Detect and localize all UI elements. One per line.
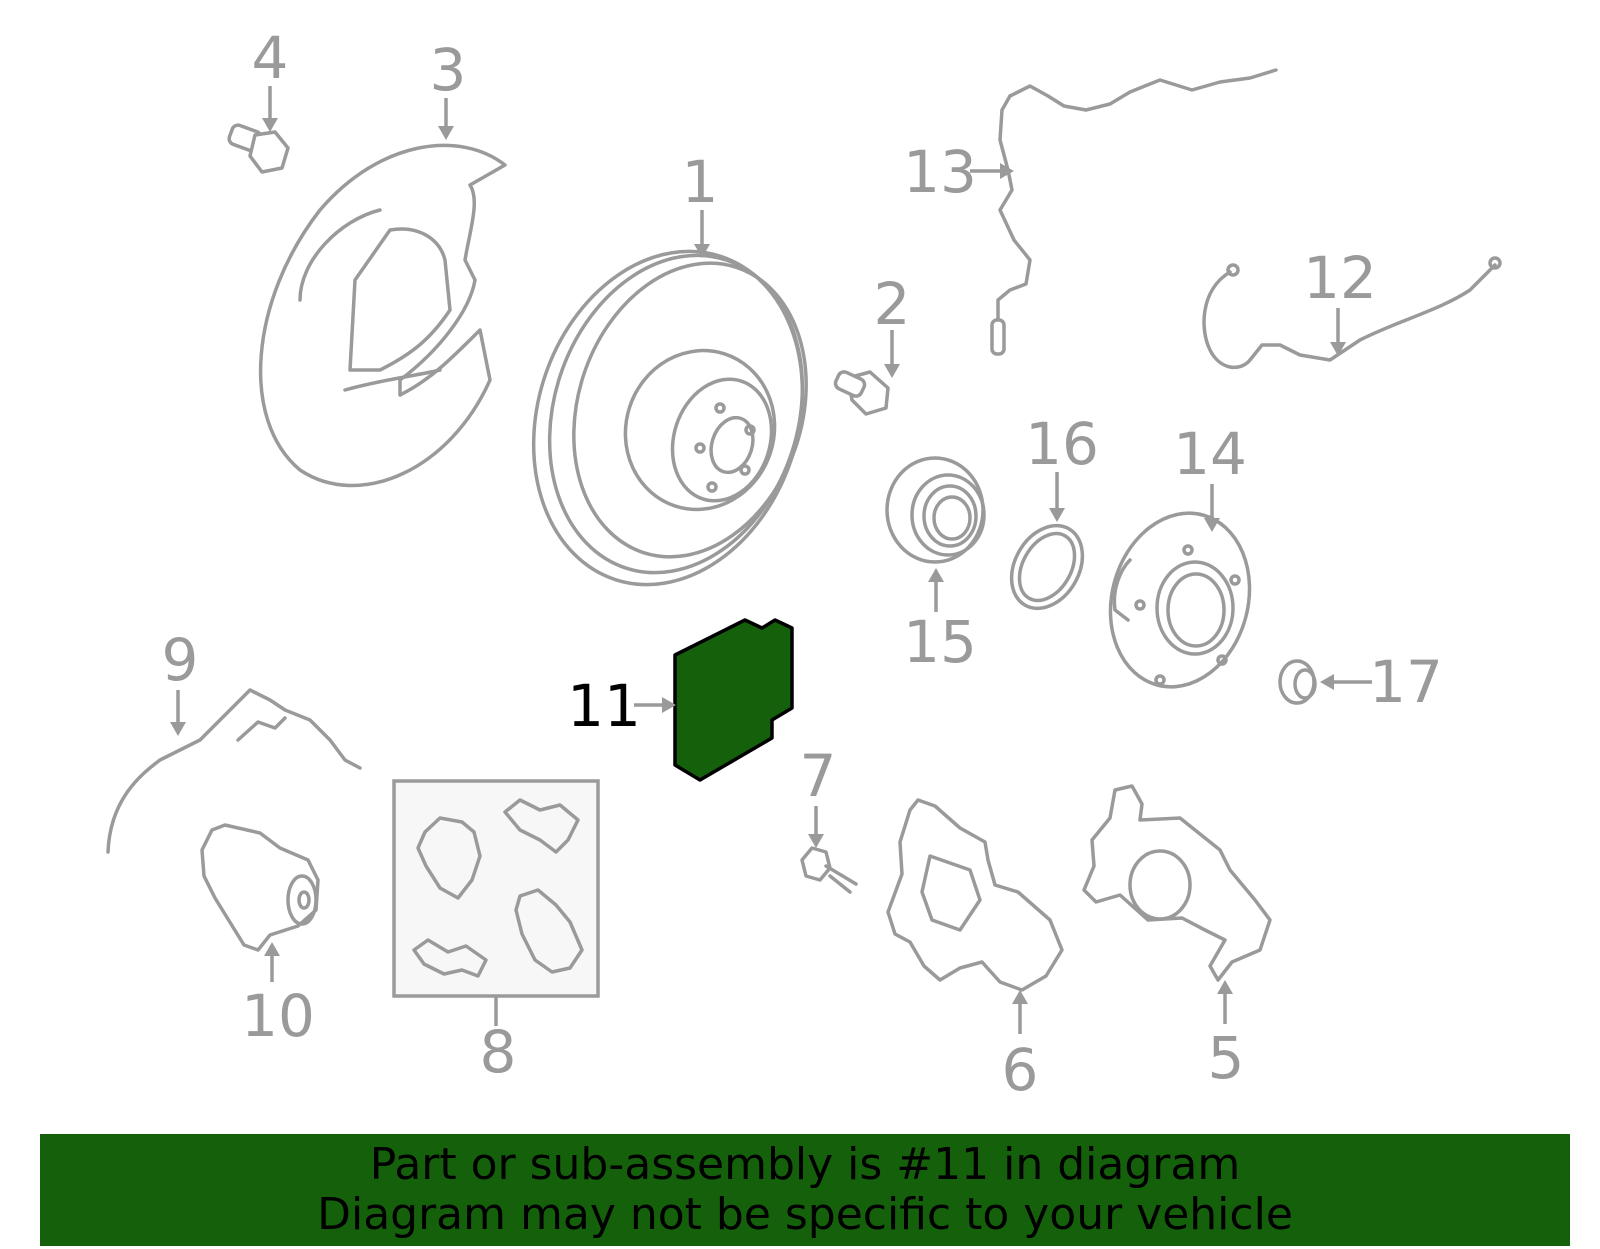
callout-10: 10 bbox=[241, 982, 315, 1050]
callout-arrows bbox=[170, 86, 1372, 1034]
callout-12: 12 bbox=[1303, 244, 1377, 312]
callout-16: 16 bbox=[1025, 410, 1099, 478]
banner-line-1: Part or sub-assembly is #11 in diagram bbox=[369, 1139, 1241, 1190]
callout-3: 3 bbox=[430, 36, 467, 104]
callout-5: 5 bbox=[1208, 1024, 1245, 1092]
wear-sensor-13-part[interactable] bbox=[990, 68, 1278, 356]
callout-14: 14 bbox=[1173, 420, 1247, 488]
bolt-2-part[interactable] bbox=[833, 370, 890, 416]
sensor-wire-9-part[interactable] bbox=[106, 688, 362, 854]
sensor-wire-12-part[interactable] bbox=[1202, 256, 1502, 370]
callout-1: 1 bbox=[682, 148, 719, 216]
wheel-hub-part[interactable] bbox=[1092, 497, 1269, 702]
info-banner: Part or sub-assembly is #11 in diagram D… bbox=[40, 1134, 1570, 1246]
snap-ring-part[interactable] bbox=[997, 513, 1096, 621]
caliper-bracket-5-part[interactable] bbox=[1082, 784, 1272, 982]
callout-17: 17 bbox=[1369, 648, 1443, 716]
banner-line-2: Diagram may not be specific to your vehi… bbox=[317, 1189, 1293, 1240]
callout-15: 15 bbox=[903, 608, 977, 676]
callout-9: 9 bbox=[162, 626, 199, 694]
brake-rotor-part[interactable] bbox=[492, 216, 844, 620]
actuator-10-part[interactable] bbox=[200, 823, 320, 952]
wheel-bearing-part[interactable] bbox=[885, 456, 986, 564]
callout-7: 7 bbox=[800, 742, 837, 810]
bolt-7-part[interactable] bbox=[800, 846, 858, 894]
caliper-6-part[interactable] bbox=[886, 798, 1064, 992]
callout-13: 13 bbox=[903, 138, 977, 206]
callout-11: 11 bbox=[567, 672, 641, 740]
bolt-4-part[interactable] bbox=[227, 123, 290, 174]
dust-shield-part[interactable] bbox=[258, 143, 507, 488]
callout-6: 6 bbox=[1002, 1036, 1039, 1104]
hub-nut-part[interactable] bbox=[1278, 659, 1317, 705]
callout-8: 8 bbox=[480, 1018, 517, 1086]
brake-pad-kit-part[interactable] bbox=[392, 779, 600, 998]
highlighted-part-11[interactable] bbox=[673, 618, 794, 782]
callout-4: 4 bbox=[252, 24, 289, 92]
callout-2: 2 bbox=[874, 270, 911, 338]
